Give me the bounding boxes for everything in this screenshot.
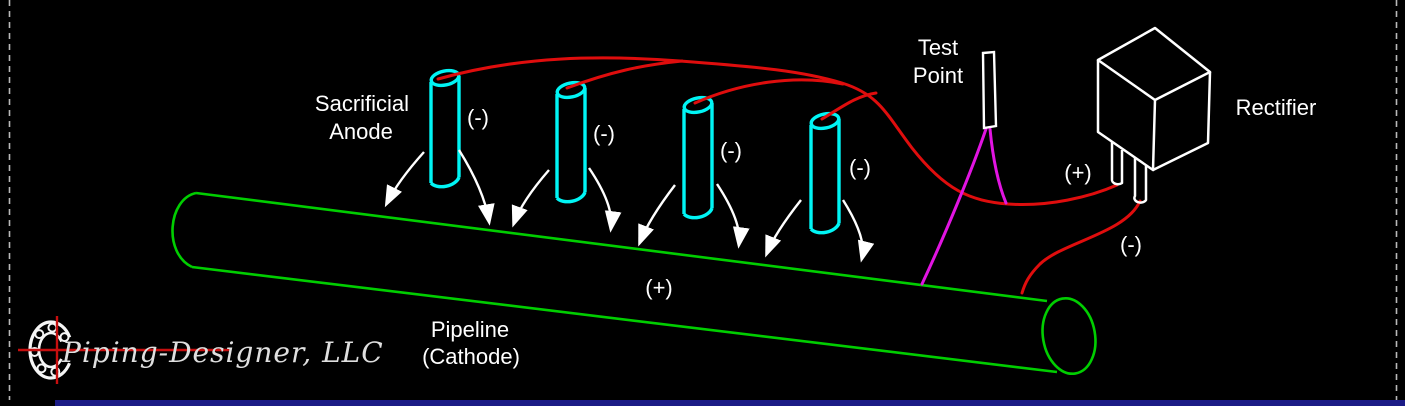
pipeline-cylinder xyxy=(171,191,1097,375)
current-flow-arrow-icon xyxy=(384,149,875,263)
dashed-border xyxy=(8,0,1398,400)
rectifier-leg-positive xyxy=(1110,142,1124,186)
sacrificial-anodes xyxy=(429,68,841,235)
anode-1 xyxy=(429,68,461,189)
test-point-leads xyxy=(920,127,1008,286)
anode-4 xyxy=(809,111,841,235)
company-name: Piping-Designer, LLC xyxy=(61,336,384,369)
anode-label-line1: Sacrificial xyxy=(315,91,409,116)
lead-to-pipeline xyxy=(920,127,988,286)
test-point-label-line1: Test xyxy=(918,35,958,60)
wire-anode-2 xyxy=(565,59,684,90)
anode-3-terminal: (-) xyxy=(720,138,742,163)
anode-2-terminal: (-) xyxy=(593,121,615,146)
anode-2 xyxy=(555,80,587,204)
anode-header-wires xyxy=(436,56,1119,207)
test-point-label-line2: Point xyxy=(913,63,963,88)
company-watermark: Piping-Designer, LLC xyxy=(18,316,384,384)
anode-label-line2: Anode xyxy=(329,119,393,144)
rectifier-positive-label: (+) xyxy=(1064,160,1092,185)
rectifier-label: Rectifier xyxy=(1236,95,1317,120)
rectifier-leg-negative xyxy=(1133,158,1148,204)
lead-to-header xyxy=(988,127,1008,205)
wire-anode-3 xyxy=(693,78,845,105)
pipeline-label-line2: (Cathode) xyxy=(422,344,520,369)
test-point-stake xyxy=(981,50,998,130)
crosshair-icon xyxy=(18,316,230,384)
rectifier-box xyxy=(1096,26,1212,204)
footer-strip xyxy=(55,400,1405,406)
pipeline-label-line1: Pipeline xyxy=(431,317,509,342)
anode-3 xyxy=(682,95,714,220)
wire-rectifier-negative xyxy=(1020,199,1142,295)
pipeline-polarity-label: (+) xyxy=(645,275,673,300)
anode-4-terminal: (-) xyxy=(849,155,871,180)
wire-anode-1 xyxy=(436,56,1119,207)
wire-anode-4 xyxy=(820,91,878,121)
rectifier-negative-label: (-) xyxy=(1120,232,1142,257)
anode-1-terminal: (-) xyxy=(467,105,489,130)
